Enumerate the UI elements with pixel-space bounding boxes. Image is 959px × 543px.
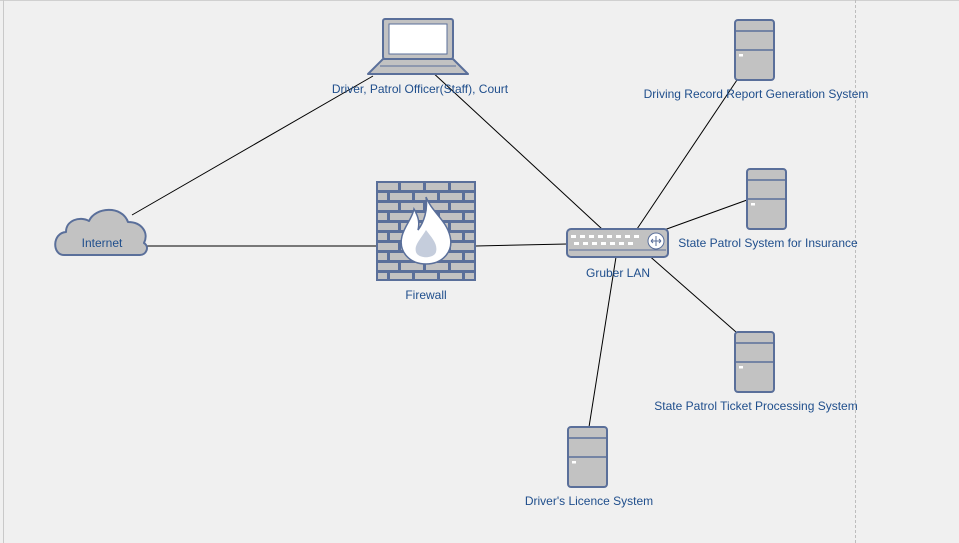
server-icon: [734, 331, 775, 393]
canvas-border-left: [3, 0, 4, 543]
ticket-node[interactable]: [734, 331, 775, 393]
flame-icon: [400, 196, 452, 265]
server-icon: [567, 426, 608, 488]
page-boundary: [855, 0, 856, 543]
edge-laptop-switch[interactable]: [429, 69, 603, 230]
edges: [131, 69, 748, 428]
edge-switch-licence[interactable]: [588, 256, 617, 428]
insurance-label[interactable]: State Patrol System for Insurance: [678, 236, 858, 250]
licence-label[interactable]: Driver's Licence System: [524, 494, 654, 508]
ticket-label[interactable]: State Patrol Ticket Processing System: [654, 399, 858, 413]
server-icon: [734, 19, 775, 81]
cloud-icon: [54, 208, 148, 256]
firewall-node[interactable]: [376, 181, 476, 281]
laptop-icon: [367, 18, 469, 75]
edge-firewall-switch[interactable]: [475, 243, 568, 247]
laptop-node[interactable]: [367, 18, 469, 75]
driving-record-label[interactable]: Driving Record Report Generation System: [643, 87, 869, 101]
edge-switch-ticket[interactable]: [645, 252, 737, 333]
network-switch-icon: [566, 228, 669, 258]
internet-label[interactable]: Internet: [81, 236, 123, 250]
firewall-icon: [376, 181, 476, 281]
switch-node[interactable]: [566, 228, 669, 258]
licence-node[interactable]: [567, 426, 608, 488]
canvas-border-top: [0, 0, 959, 1]
switch-label[interactable]: Gruber LAN: [585, 266, 651, 280]
edge-internet-laptop[interactable]: [131, 75, 374, 216]
firewall-label[interactable]: Firewall: [405, 288, 447, 302]
driving-record-node[interactable]: [734, 19, 775, 81]
port-lights: [571, 235, 639, 245]
laptop-label[interactable]: Driver, Patrol Officer(Staff), Court: [331, 82, 509, 96]
internet-node[interactable]: [54, 208, 148, 256]
server-icon: [746, 168, 787, 230]
edge-switch-driving-record[interactable]: [636, 79, 738, 230]
edge-switch-insurance[interactable]: [663, 199, 748, 231]
insurance-node[interactable]: [746, 168, 787, 230]
